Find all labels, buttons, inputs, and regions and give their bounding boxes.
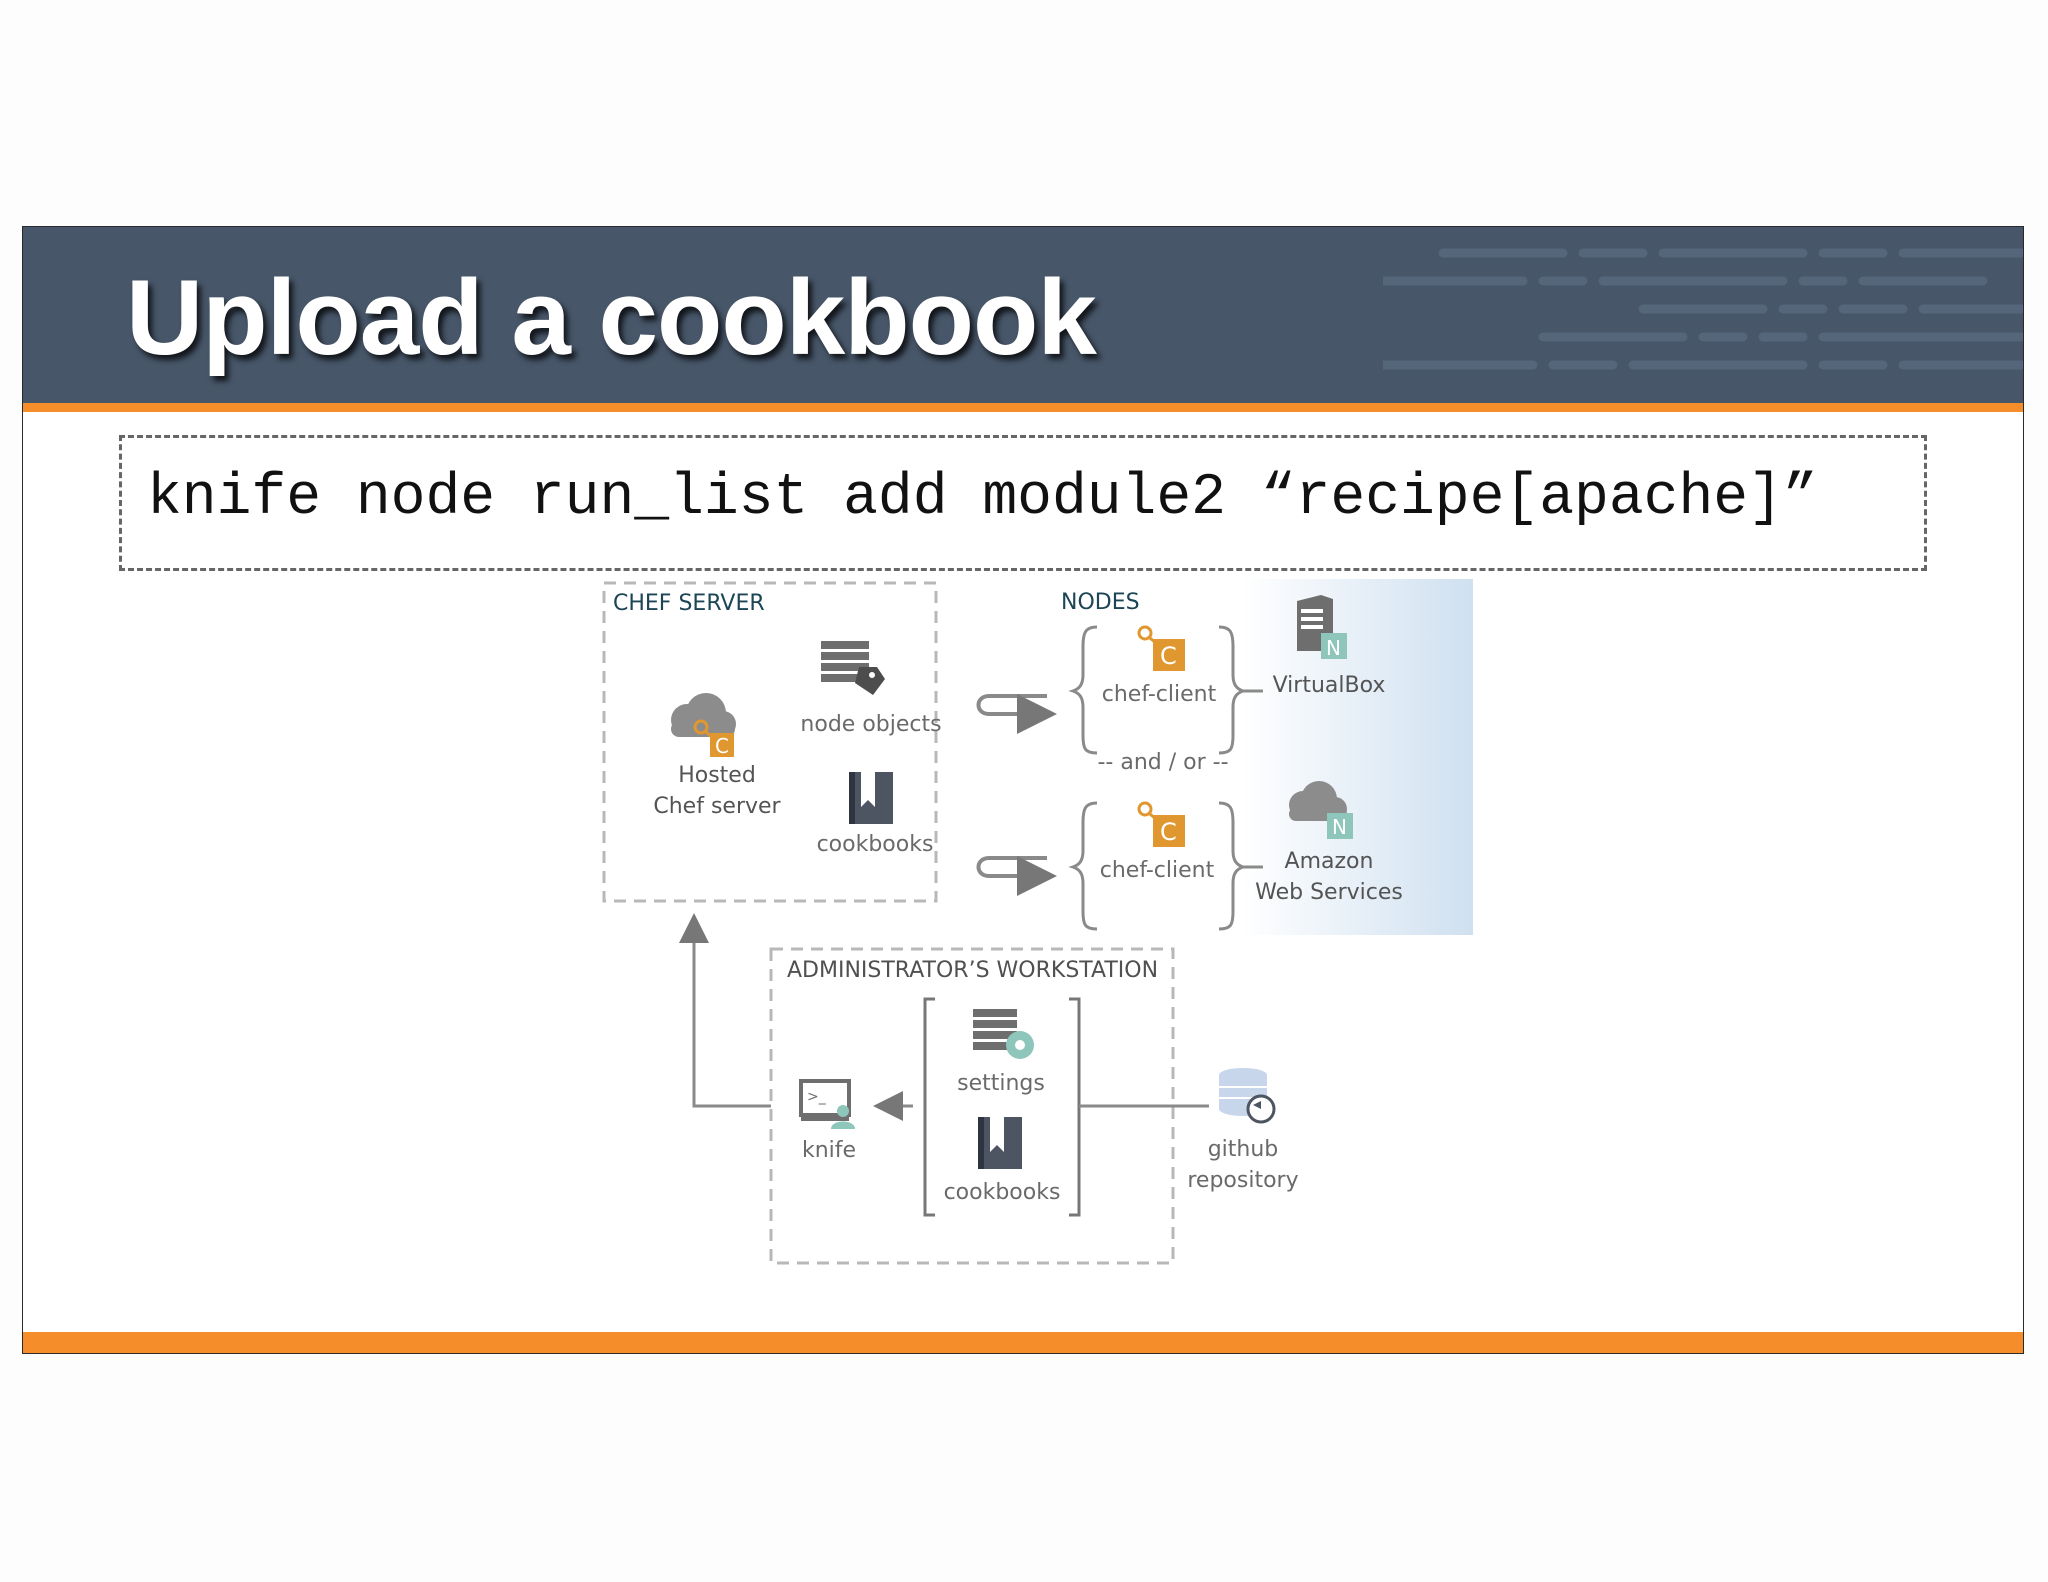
sync-arrow-aws [976,856,1057,896]
header-accent-rule [23,403,2023,412]
database-sync-icon [1219,1068,1276,1124]
chef-client-icon: C [1137,625,1185,671]
workstation-left-bracket [923,997,935,1217]
virtualbox-label: VirtualBox [1273,673,1386,698]
chef-badge-icon: C [693,719,734,758]
knife-label: knife [802,1138,856,1163]
slide-header: Upload a cookbook [23,227,2023,403]
virtualbox-server-icon: N [1297,595,1347,660]
settings-icon [973,1009,1034,1059]
aws-cloud-icon: N [1289,781,1353,839]
header-decoration [1383,248,2023,370]
workstation-box [769,947,1175,1265]
nodes-panel [1053,579,1473,935]
hosted-cloud-icon [671,693,736,737]
hosted-label-line1: Hosted [678,763,756,788]
chef-client-icon: C [1137,801,1185,847]
server-cookbooks-label: cookbooks [817,832,934,857]
aws-label-line1: Amazon [1285,849,1374,874]
virtualbox-node-badge-letter: N [1326,636,1341,660]
workstation-right-bracket [1069,997,1081,1217]
workstation-cookbooks-icon [978,1117,1022,1169]
github-label-line2: repository [1187,1168,1298,1193]
workstation-title: ADMINISTRATOR’S WORKSTATION [787,958,1158,983]
nodes-title: NODES [1061,590,1140,615]
chef-client-label-2: chef-client [1100,858,1215,883]
chef-client-badge-letter: C [1160,642,1177,670]
node2-left-brace [1068,801,1098,931]
node1-left-brace [1068,625,1098,755]
slide-title: Upload a cookbook [126,257,1097,377]
and-or-separator: -- and / or -- [1097,750,1228,775]
node-objects-icon [821,641,885,695]
hosted-label-line2: Chef server [653,794,781,819]
upload-arrow [679,913,771,1108]
server-cookbooks-icon [849,772,893,824]
aws-node-badge-letter: N [1332,815,1347,839]
chef-server-box [602,581,938,903]
slide: Upload a cookbook knife node run_list ad… [22,226,2024,1354]
workstation-cookbooks-label: cookbooks [944,1180,1061,1205]
chef-architecture-diagram: CHEF SERVER C Hosted Chef server node ob… [602,579,1473,1265]
github-label-line1: github [1208,1137,1279,1162]
chef-client-badge-letter: C [1160,818,1177,846]
settings-label: settings [957,1071,1045,1096]
terminal-prompt: >_ [807,1089,827,1105]
chef-server-title: CHEF SERVER [613,591,765,616]
chef-client-label-1: chef-client [1102,682,1217,707]
command-text: knife node run_list add module2 “recipe[… [147,466,1818,531]
chef-badge-letter: C [715,734,729,758]
aws-label-line2: Web Services [1255,880,1403,905]
command-box: knife node run_list add module2 “recipe[… [119,435,1927,571]
footer-accent-rule [23,1332,2023,1353]
node-objects-label: node objects [800,712,941,737]
sync-arrow-virtualbox [976,694,1057,734]
knife-terminal-icon: >_ [799,1079,855,1129]
